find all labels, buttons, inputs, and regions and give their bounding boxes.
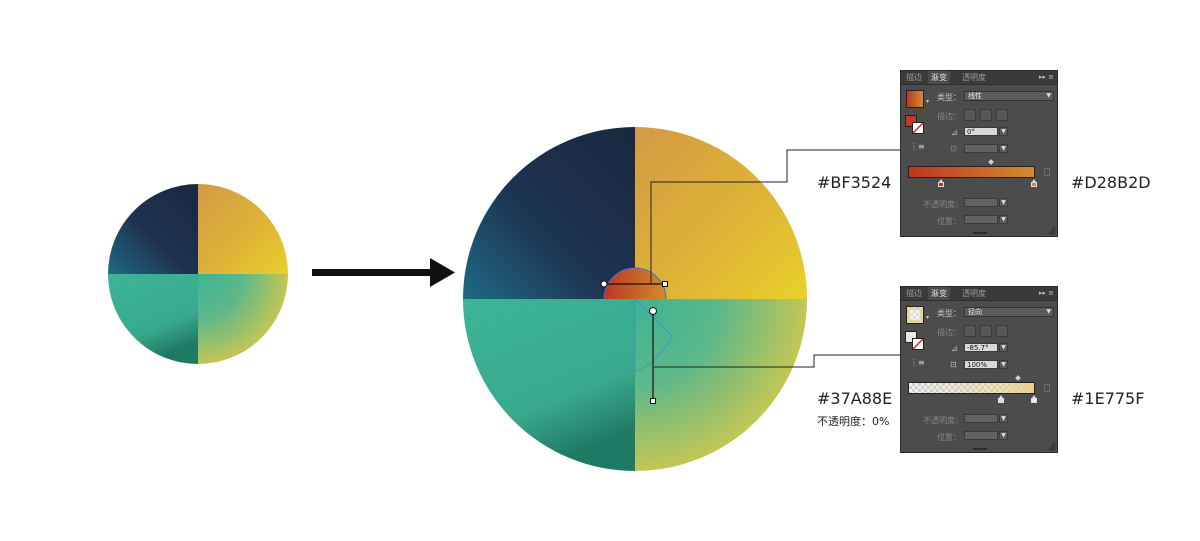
opacity-input[interactable] bbox=[964, 414, 998, 423]
type-select-value: 线性 bbox=[968, 92, 982, 100]
type-select-value: 径向 bbox=[968, 308, 982, 316]
tab-stroke[interactable]: 描边 bbox=[906, 73, 922, 82]
hex-label-end-2: #1E775F bbox=[1071, 389, 1145, 408]
swatch-dropdown-icon[interactable]: ▾ bbox=[926, 98, 930, 105]
location-dropdown-icon[interactable]: ▼ bbox=[999, 431, 1008, 440]
radial-gradient-annotator[interactable] bbox=[649, 307, 657, 404]
resize-corner-icon[interactable] bbox=[1047, 442, 1055, 450]
tab-transparency[interactable]: 透明度 bbox=[962, 73, 986, 82]
gradient-panel-radial: 描边 渐变 透明度 ▸▸ ≡ ▾ 类型： 径向▼ 描边： ⊿ -85.7° ▼ … bbox=[900, 286, 1058, 453]
arrow-right-icon bbox=[312, 258, 455, 287]
panel-menu-icon[interactable]: ▸▸ ≡ bbox=[1038, 73, 1054, 81]
stroke-label: 描边： bbox=[937, 328, 961, 337]
panel-resize-grip[interactable] bbox=[973, 232, 987, 234]
stroke-none-icon[interactable] bbox=[912, 338, 924, 350]
opacity-dropdown-icon[interactable]: ▼ bbox=[999, 414, 1008, 423]
opacity-note: 不透明度：0% bbox=[817, 415, 890, 428]
stroke-within-icon[interactable] bbox=[964, 109, 976, 121]
angle-input[interactable]: -85.7° bbox=[964, 343, 998, 352]
gradient-stop-end[interactable] bbox=[1031, 395, 1037, 403]
trash-icon[interactable] bbox=[1044, 384, 1050, 392]
angle-icon: ⊿ bbox=[951, 344, 958, 353]
midpoint-diamond[interactable] bbox=[988, 159, 994, 165]
gradient-preview-swatch[interactable] bbox=[906, 90, 924, 108]
stroke-along-icon[interactable] bbox=[980, 109, 992, 121]
gradient-slider-bar[interactable] bbox=[908, 382, 1035, 394]
tab-gradient[interactable]: 渐变 bbox=[928, 287, 950, 300]
gradient-preview-swatch[interactable] bbox=[906, 306, 924, 324]
aspect-icon: ⊡ bbox=[950, 360, 957, 369]
tab-stroke[interactable]: 描边 bbox=[906, 289, 922, 298]
stroke-none-icon[interactable] bbox=[912, 122, 924, 134]
angle-input[interactable]: 0° bbox=[964, 127, 998, 136]
panel-resize-grip[interactable] bbox=[973, 448, 987, 450]
teal-quarter-shape[interactable] bbox=[634, 298, 673, 373]
aspect-dropdown-icon[interactable]: ▼ bbox=[999, 360, 1008, 369]
opacity-input[interactable] bbox=[964, 198, 998, 207]
location-label: 位置： bbox=[937, 433, 961, 442]
type-label: 类型： bbox=[937, 93, 961, 102]
location-input[interactable] bbox=[964, 215, 998, 224]
large-circle bbox=[463, 127, 807, 471]
stroke-within-icon[interactable] bbox=[964, 325, 976, 337]
swatch-dropdown-icon[interactable]: ▾ bbox=[926, 314, 930, 321]
opacity-label: 不透明度： bbox=[923, 200, 963, 209]
resize-corner-icon[interactable] bbox=[1047, 226, 1055, 234]
gradient-annotator-toggle-icon[interactable]: ⋮≡ bbox=[910, 142, 925, 151]
trash-icon[interactable] bbox=[1044, 168, 1050, 176]
location-input[interactable] bbox=[964, 431, 998, 440]
stroke-across-icon[interactable] bbox=[996, 109, 1008, 121]
chevron-down-icon: ▼ bbox=[1046, 92, 1051, 99]
midpoint-diamond[interactable] bbox=[1015, 375, 1021, 381]
hex-label-end-1: #D28B2D bbox=[1071, 173, 1151, 192]
linear-gradient-annotator[interactable] bbox=[600, 280, 668, 288]
stroke-label: 描边： bbox=[937, 112, 961, 121]
angle-dropdown-icon[interactable]: ▼ bbox=[999, 343, 1008, 352]
opacity-label: 不透明度： bbox=[923, 416, 963, 425]
panel-menu-icon[interactable]: ▸▸ ≡ bbox=[1038, 289, 1054, 297]
location-label: 位置： bbox=[937, 217, 961, 226]
gradient-annotator-toggle-icon[interactable]: ⋮≡ bbox=[910, 358, 925, 367]
hex-label-start-1: #BF3524 bbox=[817, 173, 892, 192]
aspect-dropdown-icon[interactable]: ▼ bbox=[999, 144, 1008, 153]
stroke-across-icon[interactable] bbox=[996, 325, 1008, 337]
connector-lines bbox=[650, 149, 900, 368]
panel-tabbar: 描边 渐变 透明度 ▸▸ ≡ bbox=[901, 71, 1057, 85]
tab-transparency[interactable]: 透明度 bbox=[962, 289, 986, 298]
tab-gradient[interactable]: 渐变 bbox=[928, 71, 950, 84]
type-select[interactable]: 径向 ▼ bbox=[964, 307, 1054, 317]
panel-tabbar: 描边 渐变 透明度 ▸▸ ≡ bbox=[901, 287, 1057, 301]
hex-label-start-2: #37A88E bbox=[817, 389, 893, 408]
angle-icon: ⊿ bbox=[951, 128, 958, 137]
small-circle bbox=[108, 184, 288, 364]
angle-dropdown-icon[interactable]: ▼ bbox=[999, 127, 1008, 136]
chevron-down-icon: ▼ bbox=[1046, 308, 1051, 315]
gradient-panel-linear: 描边 渐变 透明度 ▸▸ ≡ ▾ 类型： 线性 ▼ 描边： ⊿ 0° ▼ ⋮≡ ⊡… bbox=[900, 70, 1058, 237]
aspect-icon: ⊡ bbox=[950, 144, 957, 153]
type-select[interactable]: 线性 ▼ bbox=[964, 91, 1054, 101]
aspect-input[interactable]: 100% bbox=[964, 360, 998, 369]
location-dropdown-icon[interactable]: ▼ bbox=[999, 215, 1008, 224]
stroke-along-icon[interactable] bbox=[980, 325, 992, 337]
gradient-slider-bar[interactable] bbox=[908, 166, 1035, 178]
gradient-stop-end[interactable] bbox=[1031, 179, 1037, 187]
opacity-dropdown-icon[interactable]: ▼ bbox=[999, 198, 1008, 207]
gradient-stop-start[interactable] bbox=[998, 395, 1004, 403]
type-label: 类型： bbox=[937, 309, 961, 318]
gradient-stop-start[interactable] bbox=[938, 179, 944, 187]
aspect-input[interactable] bbox=[964, 144, 998, 153]
